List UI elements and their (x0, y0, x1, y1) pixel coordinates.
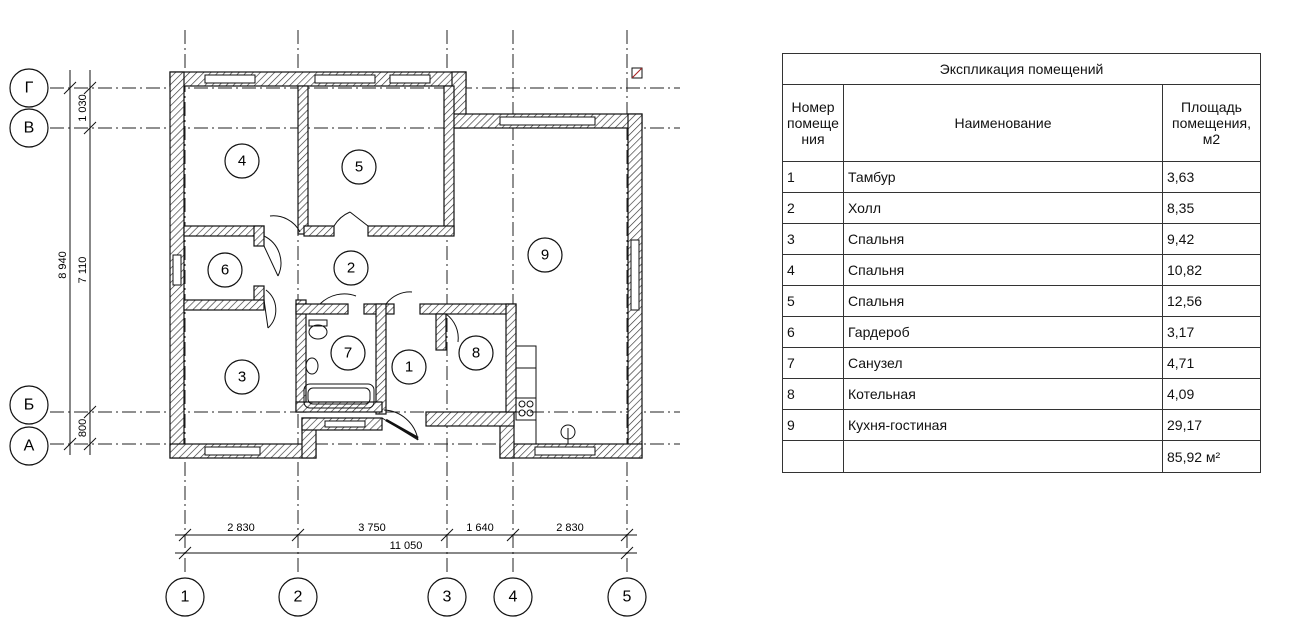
axis-label: 2 (294, 589, 303, 606)
axis-label: А (24, 438, 35, 455)
axis-label: Б (24, 397, 35, 414)
dimensions-left: 1 030 7 110 800 8 940 (57, 70, 97, 455)
room-number: 8 (472, 345, 480, 362)
row-number: 5 (782, 285, 844, 317)
axis-label: 3 (443, 589, 452, 606)
room-markers: 4 5 6 2 9 7 1 8 3 (207, 143, 563, 395)
row-name: Спальня (843, 223, 1163, 255)
room-number: 9 (541, 247, 549, 264)
room-number: 6 (221, 262, 229, 279)
row-area: 4,71 (1162, 347, 1261, 379)
axis-label: 1 (181, 589, 190, 606)
row-name: Спальня (843, 285, 1163, 317)
row-area: 29,17 (1162, 409, 1261, 441)
row-name: Тамбур (843, 161, 1163, 193)
row-number: 8 (782, 378, 844, 410)
row-name: Гардероб (843, 316, 1163, 348)
axis-label: 4 (509, 589, 518, 606)
dim-label: 1 030 (77, 94, 89, 122)
row-name: Холл (843, 192, 1163, 224)
dim-total-label: 11 050 (390, 540, 423, 552)
room-number: 2 (347, 260, 355, 277)
room-number: 1 (405, 359, 413, 376)
total-area: 85,92 м² (1162, 440, 1261, 473)
row-name: Санузел (843, 347, 1163, 379)
row-area: 10,82 (1162, 254, 1261, 286)
axis-label: В (24, 120, 35, 137)
room-number: 3 (238, 369, 246, 386)
row-number: 9 (782, 409, 844, 441)
floor-plan: 4 5 6 2 9 7 1 8 3 Г В Б А 1 (9, 30, 680, 617)
axis-bubbles-vertical: 1 2 3 4 5 (165, 577, 647, 617)
row-area: 4,09 (1162, 378, 1261, 410)
table-title: Экспликация помещений (782, 53, 1261, 85)
axis-bubbles-horizontal: Г В Б А (9, 68, 49, 466)
row-number: 7 (782, 347, 844, 379)
explication-table: Экспликация помещений Номер помеще ния Н… (782, 53, 1261, 473)
dim-label: 2 830 (556, 522, 584, 534)
row-name: Кухня-гостиная (843, 409, 1163, 441)
row-number: 1 (782, 161, 844, 193)
row-number: 4 (782, 254, 844, 286)
header-number: Номер помеще ния (782, 84, 844, 162)
dim-label: 2 830 (227, 522, 255, 534)
header-name: Наименование (843, 84, 1163, 162)
row-area: 8,35 (1162, 192, 1261, 224)
windows (172, 74, 640, 456)
row-number: 6 (782, 316, 844, 348)
row-area: 9,42 (1162, 223, 1261, 255)
dim-label: 7 110 (77, 257, 89, 284)
dim-label: 3 750 (358, 522, 386, 534)
row-name: Спальня (843, 254, 1163, 286)
total-row: 85,92 м² (782, 440, 1261, 473)
row-number: 3 (782, 223, 844, 255)
row-area: 3,17 (1162, 316, 1261, 348)
header-area: Площадь помещения, м2 (1162, 84, 1261, 162)
row-area: 12,56 (1162, 285, 1261, 317)
axis-label: 5 (623, 589, 632, 606)
row-area: 3,63 (1162, 161, 1261, 193)
fixtures (303, 67, 643, 444)
doors (263, 211, 459, 441)
room-number: 4 (238, 153, 246, 170)
dimensions-bottom: 2 830 3 750 1 640 2 830 11 050 (175, 522, 637, 560)
dim-label: 800 (77, 419, 89, 437)
dim-label: 1 640 (466, 522, 494, 534)
row-number: 2 (782, 192, 844, 224)
row-name: Котельная (843, 378, 1163, 410)
dim-total-label: 8 940 (57, 251, 69, 279)
axis-label: Г (25, 80, 34, 97)
room-number: 7 (344, 345, 352, 362)
room-number: 5 (355, 159, 363, 176)
